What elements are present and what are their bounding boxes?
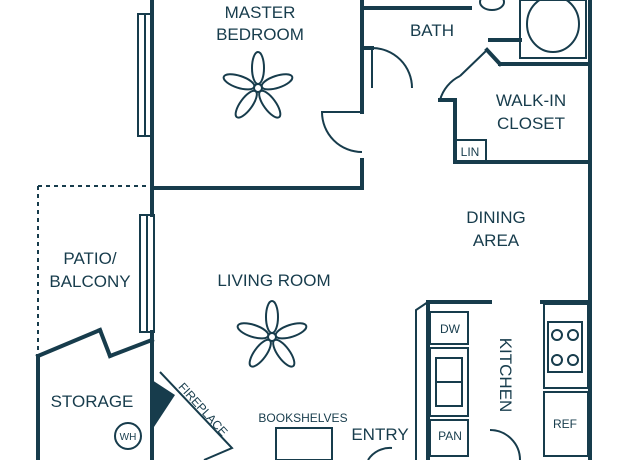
stove-icon	[547, 321, 583, 373]
pantry-label: PAN	[438, 429, 462, 443]
patio-balcony-label-2: BALCONY	[49, 272, 130, 291]
patio-balcony-label-1: PATIO/	[63, 249, 116, 268]
dining-area-label-1: DINING	[466, 208, 526, 227]
kitchen-right-counter	[543, 303, 589, 457]
fireplace-label: FIREPLACE	[175, 380, 230, 439]
bookshelves-label: BOOKSHELVES	[258, 411, 347, 425]
door-swing-icon	[320, 47, 521, 460]
walls	[35, 0, 592, 460]
water-heater	[114, 422, 142, 450]
patio-sliding-door	[139, 214, 155, 333]
storage-label: STORAGE	[51, 392, 134, 411]
linen-closet	[455, 139, 487, 163]
dishwasher-label: DW	[440, 322, 461, 336]
master-bedroom-label-1: MASTER	[225, 3, 296, 22]
sink-icon	[435, 357, 463, 407]
bath-label: BATH	[410, 21, 454, 40]
walk-in-closet-label-1: WALK-IN	[496, 91, 566, 110]
ceiling-fan-icon	[234, 300, 310, 371]
bedroom-window	[137, 13, 153, 137]
linen-label: LIN	[461, 145, 480, 159]
refrigerator-label: REF	[553, 417, 577, 431]
living-room-label: LIVING ROOM	[217, 271, 330, 290]
kitchen-label: KITCHEN	[496, 338, 515, 413]
toilet-icon	[479, 0, 505, 11]
ceiling-fan-icon	[220, 51, 296, 122]
bookshelves	[275, 427, 333, 460]
water-heater-label: WH	[120, 432, 137, 443]
walk-in-closet-label-2: CLOSET	[497, 114, 565, 133]
dining-area-label-2: AREA	[473, 231, 520, 250]
bathtub-icon	[519, 0, 587, 59]
fireplace	[152, 371, 234, 460]
master-bedroom-label-2: BEDROOM	[216, 25, 304, 44]
patio-outline	[37, 185, 148, 356]
entry-label: ENTRY	[351, 425, 408, 444]
